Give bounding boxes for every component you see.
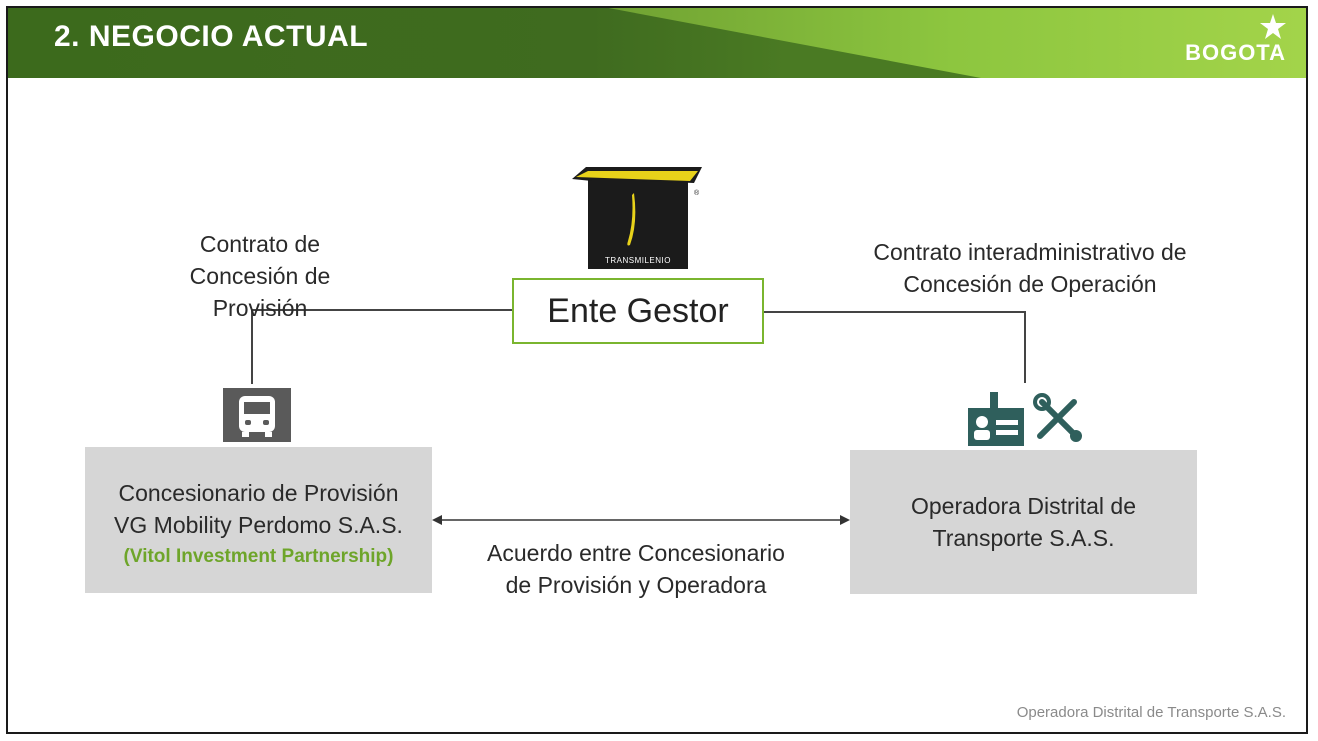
concesionario-line1: Concesionario de Provisión (118, 480, 399, 506)
connector-right-vertical (1024, 311, 1026, 383)
operadora-box: Operadora Distrital de Transporte S.A.S. (850, 450, 1197, 594)
agreement-line1: Acuerdo entre Concesionario (487, 540, 785, 566)
bus-icon (223, 388, 291, 442)
bogota-star-icon (1260, 14, 1286, 39)
header-gradient-band (6, 6, 1308, 78)
concesionario-line3: (Vitol Investment Partnership) (123, 546, 394, 567)
page-title: 2. NEGOCIO ACTUAL (54, 20, 369, 53)
transmilenio-icon: ® (572, 167, 702, 269)
connector-left-horizontal (252, 309, 512, 311)
agreement-label: Acuerdo entre Concesionario de Provisión… (430, 537, 842, 601)
header-bar: 2. NEGOCIO ACTUAL BOGOTA (6, 6, 1308, 78)
right-contract-line2: Concesión de Operación (903, 271, 1157, 297)
left-contract-label: Contrato de Concesión de Provisión (150, 228, 370, 324)
slide-border (6, 6, 1308, 734)
ente-gestor-box: Ente Gestor (512, 278, 764, 344)
right-contract-label: Contrato interadministrativo de Concesió… (820, 236, 1240, 300)
bogota-logo: BOGOTA (1185, 40, 1286, 65)
ente-gestor-label: Ente Gestor (547, 291, 729, 330)
svg-text:®: ® (694, 189, 700, 197)
left-contract-line2: Concesión de (189, 263, 331, 289)
operadora-line2: Transporte S.A.S. (932, 525, 1115, 551)
operadora-line1: Operadora Distrital de (911, 493, 1136, 519)
concesionario-line2: VG Mobility Perdomo S.A.S. (114, 512, 403, 538)
agreement-double-arrow (432, 515, 850, 525)
right-contract-line1: Contrato interadministrativo de (873, 239, 1187, 265)
left-contract-line3: Provisión (212, 295, 308, 321)
left-contract-line1: Contrato de (199, 231, 321, 257)
id-card-icon (968, 392, 1024, 446)
agreement-line2: de Provisión y Operadora (505, 572, 767, 598)
footer-text: Operadora Distrital de Transporte S.A.S. (1016, 704, 1286, 721)
connector-left-vertical (251, 309, 253, 384)
connector-right-horizontal (764, 311, 1026, 313)
tools-icon (1033, 393, 1082, 442)
transmilenio-label: TRANSMILENIO (604, 256, 671, 265)
concesionario-box: Concesionario de Provisión VG Mobility P… (85, 447, 432, 593)
transmilenio-logo: ® TRANSMILENIO (572, 163, 704, 273)
